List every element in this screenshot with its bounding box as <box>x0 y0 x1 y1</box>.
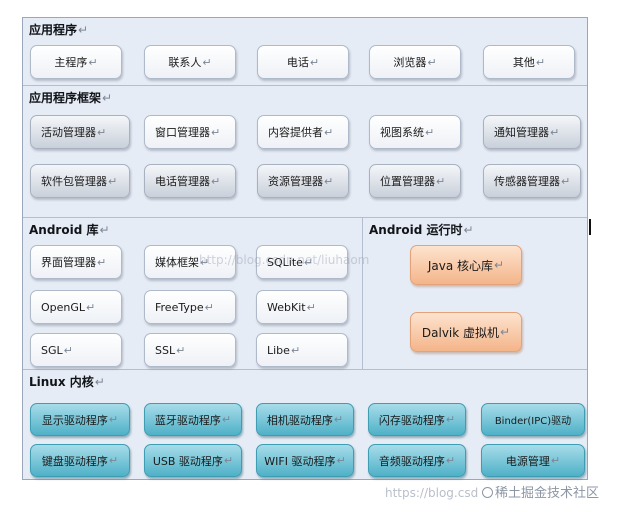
section-applications: 应用程序↵ 主程序↵ 联系人↵ 电话↵ 浏览器↵ 其他↵ <box>23 18 587 86</box>
lib-ssl[interactable]: SSL↵ <box>144 333 236 367</box>
watermark-brand: 稀土掘金技术社区 <box>482 486 599 501</box>
kernel-bluetooth-driver[interactable]: 蓝牙驱动程序↵ <box>144 403 242 436</box>
fw-location-manager[interactable]: 位置管理器↵ <box>369 164 461 198</box>
fw-activity-manager[interactable]: 活动管理器↵ <box>30 115 130 149</box>
app-phone[interactable]: 电话↵ <box>257 45 349 79</box>
fw-resource-manager[interactable]: 资源管理器↵ <box>257 164 349 198</box>
section-runtime: Android 运行时↵ Java 核心库↵ Dalvik 虚拟机↵ <box>363 218 587 370</box>
app-other[interactable]: 其他↵ <box>483 45 575 79</box>
lib-sgl[interactable]: SGL↵ <box>30 333 122 367</box>
section-title-applications: 应用程序↵ <box>29 23 89 37</box>
kernel-power-management[interactable]: 电源管理↵ <box>481 444 585 477</box>
fw-sensor-manager[interactable]: 传感器管理器↵ <box>483 164 581 198</box>
fw-telephony-manager[interactable]: 电话管理器↵ <box>144 164 236 198</box>
lib-webkit[interactable]: WebKit↵ <box>256 290 348 324</box>
kernel-usb-driver[interactable]: USB 驱动程序↵ <box>144 444 242 477</box>
app-contacts[interactable]: 联系人↵ <box>144 45 236 79</box>
fw-content-provider[interactable]: 内容提供者↵ <box>257 115 349 149</box>
kernel-display-driver[interactable]: 显示驱动程序↵ <box>30 403 130 436</box>
watermark-bottom: https://blog.csd 稀土掘金技术社区 <box>385 482 599 501</box>
lib-sqlite[interactable]: SQLite↵ <box>256 245 348 279</box>
app-main[interactable]: 主程序↵ <box>30 45 122 79</box>
runtime-dalvik-vm[interactable]: Dalvik 虚拟机↵ <box>410 312 522 352</box>
lib-media-framework[interactable]: 媒体框架↵ <box>144 245 236 279</box>
section-libraries: Android 库↵ 界面管理器↵ 媒体框架↵ SQLite↵ OpenGL↵ … <box>23 218 363 370</box>
kernel-audio-driver[interactable]: 音频驱动程序↵ <box>368 444 466 477</box>
kernel-keyboard-driver[interactable]: 键盘驱动程序↵ <box>30 444 130 477</box>
fw-view-system[interactable]: 视图系统↵ <box>369 115 461 149</box>
lib-surface-manager[interactable]: 界面管理器↵ <box>30 245 122 279</box>
kernel-camera-driver[interactable]: 相机驱动程序↵ <box>256 403 354 436</box>
fw-notification-manager[interactable]: 通知管理器↵ <box>483 115 581 149</box>
brand-logo-icon <box>482 487 494 498</box>
section-title-runtime: Android 运行时↵ <box>369 223 474 237</box>
section-title-framework: 应用程序框架↵ <box>29 91 113 105</box>
lib-libe[interactable]: Libe↵ <box>256 333 348 367</box>
fw-window-manager[interactable]: 窗口管理器↵ <box>144 115 236 149</box>
section-title-kernel: Linux 内核↵ <box>29 375 105 389</box>
kernel-wifi-driver[interactable]: WIFI 驱动程序↵ <box>256 444 354 477</box>
edge-marker <box>589 219 591 235</box>
app-browser[interactable]: 浏览器↵ <box>369 45 461 79</box>
architecture-diagram: 应用程序↵ 主程序↵ 联系人↵ 电话↵ 浏览器↵ 其他↵ 应用程序框架↵ 活动管… <box>22 17 588 480</box>
section-kernel: Linux 内核↵ 显示驱动程序↵ 蓝牙驱动程序↵ 相机驱动程序↵ 闪存驱动程序… <box>23 370 587 480</box>
watermark-url: https://blog.csd <box>385 486 479 500</box>
runtime-java-core-library[interactable]: Java 核心库↵ <box>410 245 522 285</box>
section-framework: 应用程序框架↵ 活动管理器↵ 窗口管理器↵ 内容提供者↵ 视图系统↵ 通知管理器… <box>23 86 587 218</box>
kernel-binder-driver[interactable]: Binder(IPC)驱动 <box>481 403 585 436</box>
kernel-flash-driver[interactable]: 闪存驱动程序↵ <box>368 403 466 436</box>
fw-package-manager[interactable]: 软件包管理器↵ <box>30 164 130 198</box>
lib-opengl[interactable]: OpenGL↵ <box>30 290 122 324</box>
lib-freetype[interactable]: FreeType↵ <box>144 290 236 324</box>
section-title-libraries: Android 库↵ <box>29 223 110 237</box>
